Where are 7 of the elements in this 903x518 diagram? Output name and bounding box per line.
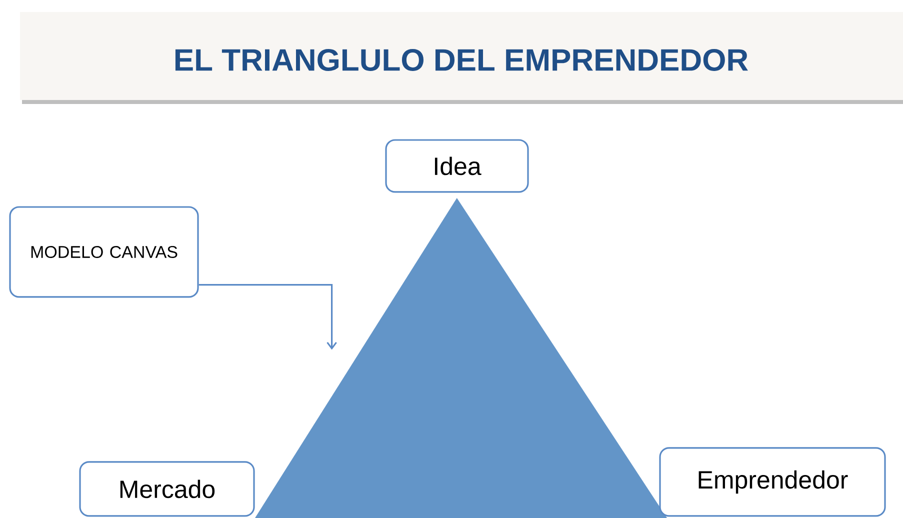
arrow	[198, 284, 337, 350]
text-box: MODELO CANVAS	[9, 206, 199, 298]
text-box: Idea	[385, 139, 529, 193]
text-box: Mercado	[79, 461, 255, 517]
text-box: Emprendedor	[659, 447, 886, 517]
triangle	[255, 198, 667, 518]
title-banner: EL TRIANGLULO DEL EMPRENDEDOR	[20, 12, 903, 104]
